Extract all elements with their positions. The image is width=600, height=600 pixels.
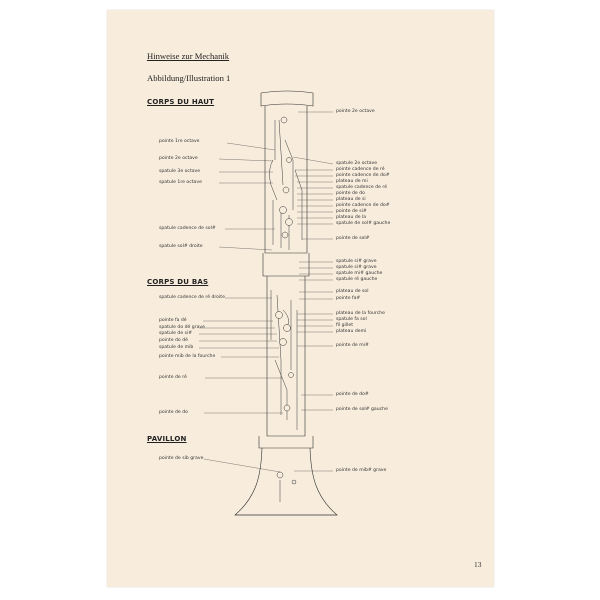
label-left: pointe 2e octave	[159, 156, 198, 161]
label-left: spatule cadence de ré droite	[159, 295, 225, 300]
page-header-subtitle: Abbildung/Illustration 1	[147, 73, 231, 83]
label-right: pointe de si#	[336, 209, 367, 214]
label-right: spatule de sol# gauche	[336, 221, 391, 226]
label-left: spatule 3e octave	[159, 169, 201, 174]
manual-page: Hinweise zur Mechanik Abbildung/Illustra…	[107, 10, 494, 587]
page-number: 13	[474, 560, 482, 569]
keywork	[269, 119, 303, 502]
label-left: spatule 1re octave	[159, 180, 202, 185]
label-right: spatule ré gauche	[336, 277, 378, 282]
label-left: pointe de do	[159, 410, 188, 415]
label-right: pointe cadence de do#	[336, 173, 390, 178]
label-left: pointe de sib grave	[159, 456, 204, 461]
label-right: pointe de do	[336, 191, 365, 196]
label-right: pointe de mib# grave	[336, 468, 387, 473]
label-right: pointe fa#	[336, 296, 361, 301]
label-right: pointe 2e octave	[336, 109, 375, 114]
label-right: plateau demi	[336, 329, 367, 334]
label-left: pointe de ré	[159, 375, 187, 380]
label-right: pointe de sol#	[336, 236, 370, 241]
clarinet-upper-body	[264, 106, 308, 254]
label-right: plateau de sol	[336, 289, 369, 294]
label-right: fil gillet	[336, 323, 354, 328]
clarinet-barrel	[260, 90, 314, 107]
label-left: pointe 1re octave	[159, 139, 200, 144]
clarinet-lower-body	[266, 276, 306, 437]
label-right: spatule si# grave	[336, 265, 377, 270]
label-left: pointe fa dé	[159, 318, 187, 323]
label-left: spatule cadence de sol#	[159, 226, 216, 231]
label-right: pointe de sol# gauche	[336, 407, 388, 412]
label-right: plateau de si	[336, 197, 366, 202]
label-right: pointe de do#	[336, 392, 369, 397]
label-left: spatule de mib	[159, 345, 194, 350]
label-right: spatule si# grave	[336, 259, 377, 264]
tone-holes	[275, 116, 297, 485]
label-left: spatule sol# droite	[159, 244, 203, 249]
clarinet-bell	[234, 447, 338, 516]
clarinet-middle-joint	[262, 253, 310, 277]
label-left: spatule de si#	[159, 331, 193, 336]
page-header-title: Hinweise zur Mechanik	[147, 51, 230, 61]
label-left: pointe do dé	[159, 338, 188, 343]
leader-lines	[199, 111, 334, 473]
clarinet-diagram	[199, 90, 338, 516]
label-right: spatule 2e octave	[336, 161, 378, 166]
label-left: spatule do dé grave	[159, 325, 205, 330]
section-corps-du-haut: CORPS DU HAUT	[147, 98, 215, 106]
label-right: spatule fa sol	[336, 317, 367, 322]
section-corps-du-bas: CORPS DU BAS	[147, 278, 209, 286]
label-right: spatule mi# gauche	[336, 271, 383, 276]
clarinet-bell-ring	[258, 436, 314, 449]
label-right: pointe cadence de ré	[336, 167, 385, 172]
label-right: pointe cadence de do#	[336, 203, 390, 208]
label-right: pointe de mi#	[336, 343, 369, 348]
label-right: plateau de la fourche	[336, 311, 385, 316]
label-right: plateau de mi	[336, 179, 368, 184]
label-right: plateau de la	[336, 215, 367, 220]
section-pavillon: PAVILLON	[147, 435, 187, 443]
label-right: spatule cadence de ré	[336, 185, 388, 190]
label-left: pointe mib de la fourche	[159, 354, 216, 359]
